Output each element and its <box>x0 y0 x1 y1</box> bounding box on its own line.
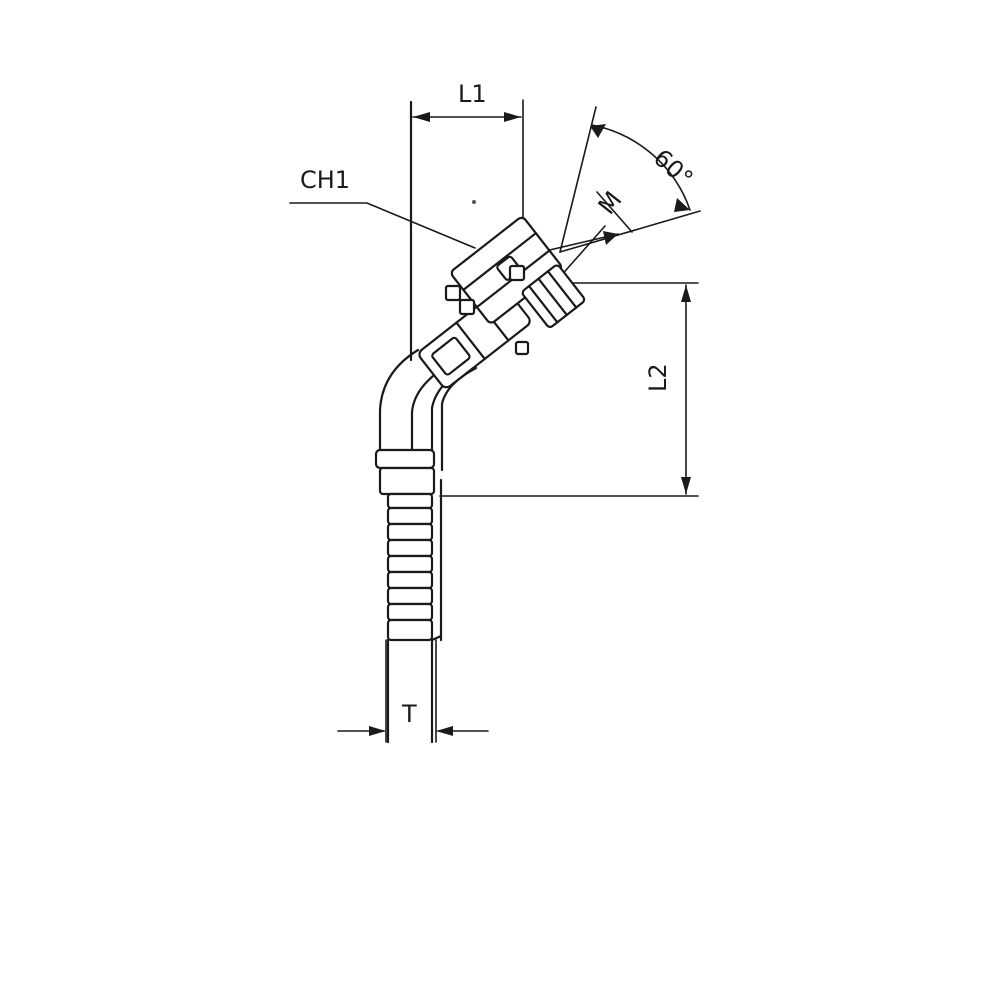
center-dot <box>472 200 476 204</box>
ch1-label: CH1 <box>300 166 350 194</box>
m-label: M <box>593 186 628 220</box>
leader-ch1: CH1 <box>289 166 476 249</box>
crimp-ribs <box>386 492 434 642</box>
l1-label: L1 <box>458 80 487 108</box>
dimension-l2: L2 <box>439 282 699 497</box>
fitting-body <box>374 216 586 744</box>
angle-label: 60° <box>648 144 698 193</box>
dimension-t: T <box>337 639 489 743</box>
l2-label: L2 <box>644 363 672 392</box>
t-label: T <box>401 700 417 728</box>
